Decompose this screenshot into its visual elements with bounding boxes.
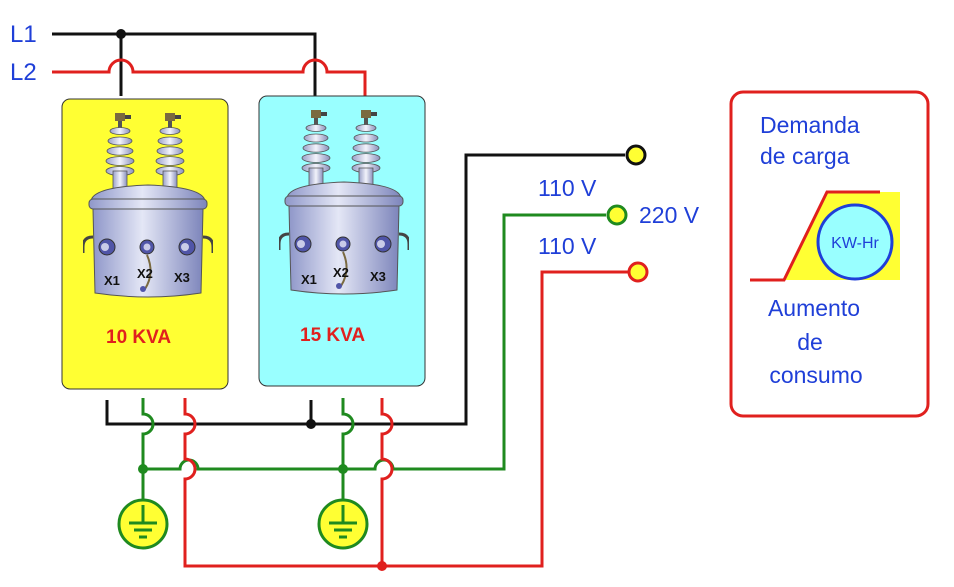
line-l1-label: L1 [10, 21, 37, 48]
demand-label-line2: de carga [760, 143, 850, 169]
tx2-terminal-x2: X2 [333, 265, 349, 280]
line-l2-label: L2 [10, 59, 37, 86]
increase-label-line1: Aumento [768, 295, 860, 321]
ground-icon [117, 498, 169, 550]
tx2-rating: 15 KVA [300, 325, 365, 346]
terminal-bottom-icon [627, 261, 649, 283]
tx2-terminal-x1: X1 [301, 272, 317, 287]
increase-label-line2: de [797, 329, 823, 355]
neutral-junction-2 [338, 464, 348, 474]
l2-supply-wire [52, 58, 367, 96]
demand-panel: Demanda de carga KW-Hr Aumento de consum… [729, 90, 930, 418]
tx1-terminal-x2: X2 [137, 266, 153, 281]
neutral-junction-1 [138, 464, 148, 474]
transformer-15kva: X1 X2 X3 15 KVA [258, 95, 426, 387]
l1-junction [116, 29, 126, 39]
meter-label: KW-Hr [831, 235, 879, 252]
increase-label-line3: consumo [769, 362, 862, 388]
voltage-bottom-label: 110 V [538, 233, 597, 259]
tx1-terminal-x1: X1 [104, 273, 120, 288]
terminal-neutral-icon [606, 204, 628, 226]
black-junction [306, 419, 316, 429]
demand-label-line1: Demanda [760, 112, 860, 138]
tx2-terminal-x3: X3 [370, 269, 386, 284]
kwh-meter-icon [816, 203, 894, 281]
voltage-middle-label: 220 V [639, 202, 700, 228]
demand-curve [750, 190, 880, 282]
voltage-top-label: 110 V [538, 175, 597, 201]
transformer-10kva: X1 X2 X3 10 KVA [61, 98, 229, 390]
tx1-rating: 10 KVA [106, 327, 171, 348]
x3-red-wire [183, 270, 628, 568]
red-junction [377, 561, 387, 571]
tx1-terminal-x3: X3 [174, 270, 190, 285]
terminal-top-icon [625, 144, 647, 166]
ground-icon [317, 498, 369, 550]
l1-supply-wire [52, 32, 317, 96]
